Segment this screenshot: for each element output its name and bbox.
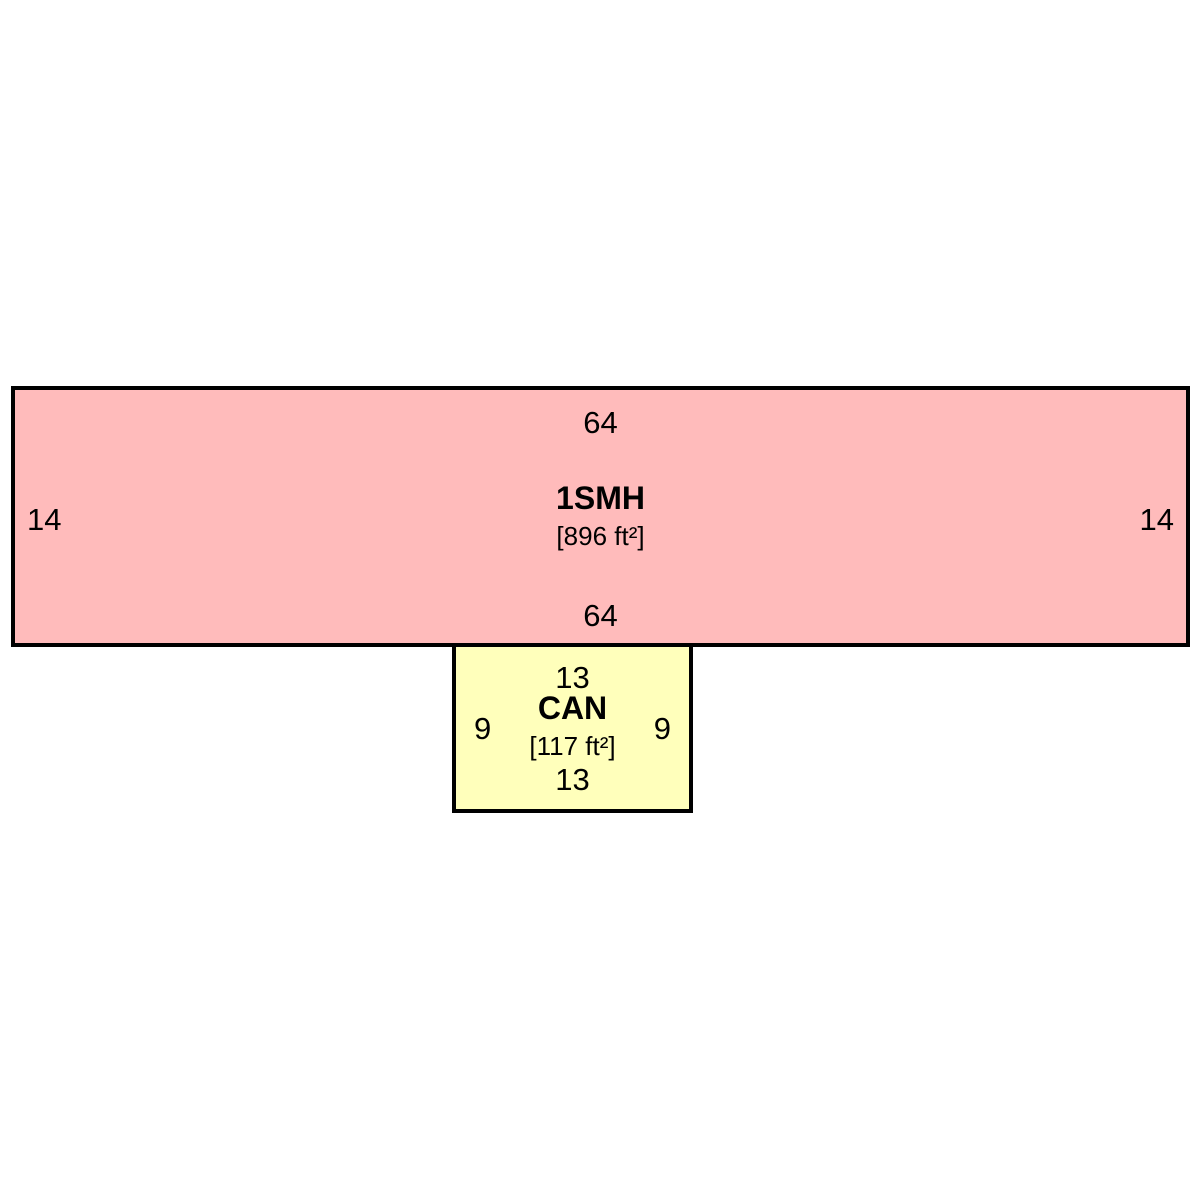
carport-bottom-dimension: 13 (555, 762, 590, 797)
main-bottom-dimension: 64 (583, 598, 618, 633)
main-area-square-footage: [896 ft²] (556, 521, 645, 551)
carport-area-can: 13 CAN [117 ft²] 9 9 13 (452, 643, 693, 813)
carport-left-dimension: 9 (474, 711, 492, 746)
main-right-dimension: 14 (1139, 502, 1174, 537)
carport-area-square-footage: [117 ft²] (529, 731, 616, 761)
carport-area-name: CAN (537, 690, 608, 726)
carport-right-dimension: 9 (653, 711, 671, 746)
main-area-name: 1SMH (556, 480, 645, 516)
main-top-dimension: 64 (583, 405, 618, 440)
carport-top-dimension: 13 (555, 660, 590, 695)
main-area-1smh: 64 1SMH [896 ft²] 14 14 64 (11, 386, 1190, 647)
main-left-dimension: 14 (27, 502, 62, 537)
